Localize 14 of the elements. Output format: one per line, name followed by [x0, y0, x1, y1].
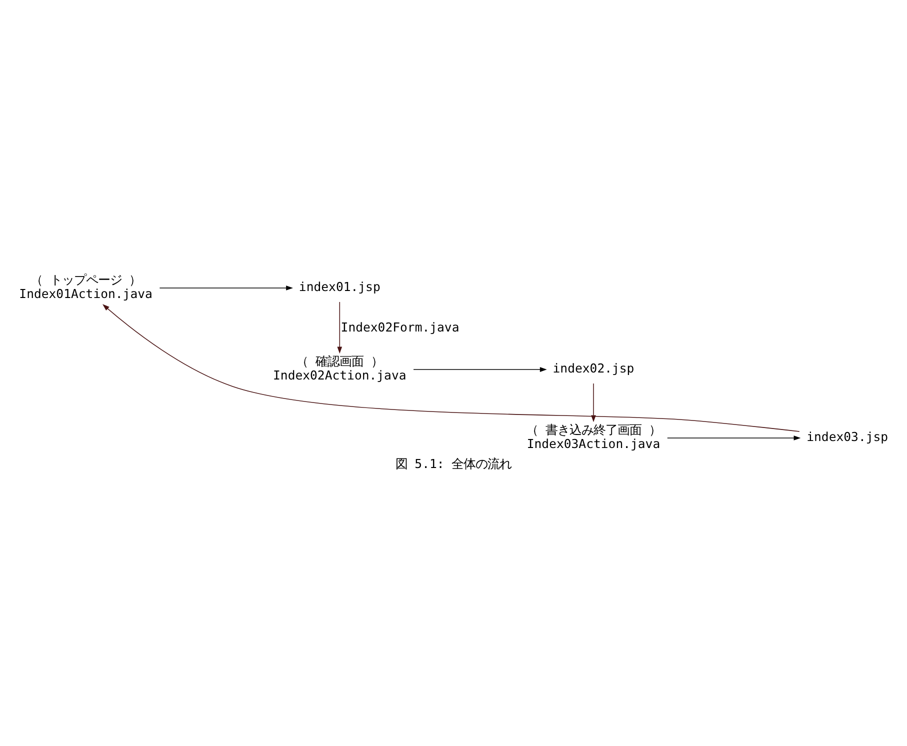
node-text: （ 確認画面 ） Index02Action.java	[273, 354, 406, 382]
arrow	[159, 286, 294, 290]
node-text: index03.jsp	[806, 430, 888, 444]
node-text: （ 書き込み終了画面 ） Index03Action.java	[526, 423, 661, 451]
arrow	[102, 304, 800, 432]
node-text: index01.jsp	[298, 280, 380, 294]
edge-label: Index02Form.java	[340, 320, 460, 335]
node-text: index02.jsp	[552, 361, 634, 376]
arrow	[667, 436, 801, 440]
arrow	[337, 302, 342, 354]
arrow	[591, 383, 596, 422]
arrow	[413, 367, 547, 372]
node-text: （ トップページ ） Index01Action.java	[19, 273, 152, 301]
caption: 図 5.1: 全体の流れ	[395, 456, 512, 471]
